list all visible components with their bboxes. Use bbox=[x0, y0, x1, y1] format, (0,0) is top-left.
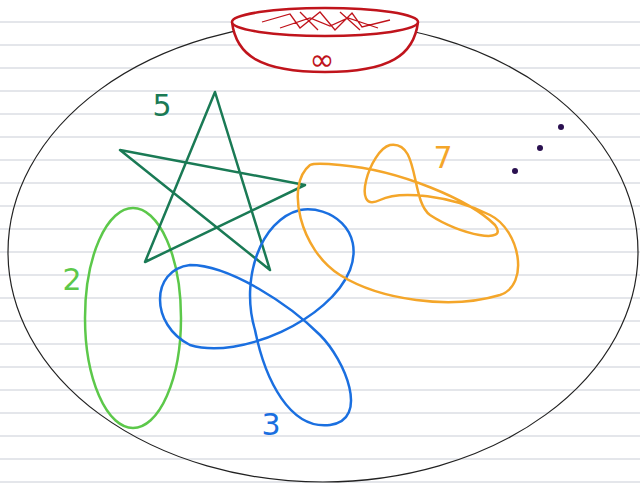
knot-number: 5 bbox=[152, 91, 171, 121]
infinity-label: ∞ bbox=[310, 45, 335, 75]
knot-number: 3 bbox=[261, 410, 280, 440]
trefoil-knot bbox=[160, 209, 354, 425]
knot-number: 2 bbox=[62, 265, 81, 295]
outer-ellipse bbox=[8, 22, 638, 482]
ellipsis-dots bbox=[512, 124, 564, 174]
unknot bbox=[85, 208, 181, 428]
seven-crossing-knot bbox=[298, 145, 518, 302]
knot-number: 7 bbox=[433, 143, 452, 173]
cinquefoil-knot bbox=[120, 92, 305, 270]
ruled-lines bbox=[0, 22, 640, 482]
